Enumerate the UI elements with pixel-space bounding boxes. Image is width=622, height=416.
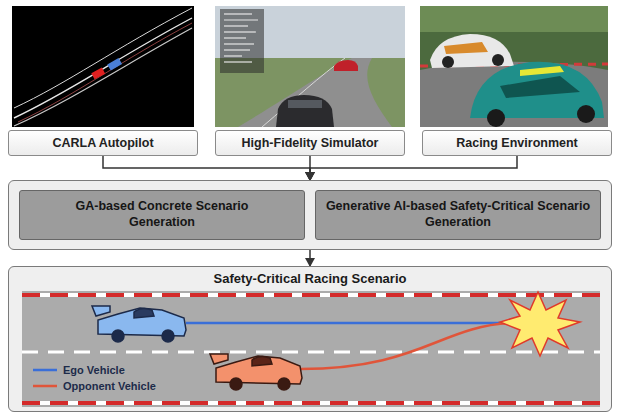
box-label: High-Fidelity Simulator <box>242 136 379 150</box>
opponent-trajectory <box>300 323 512 369</box>
legend: Ego VehicleOpponent Vehicle <box>28 360 160 396</box>
legend-line <box>32 381 58 391</box>
method-box: Generative AI-based Safety-Critical Scen… <box>315 190 601 240</box>
source-label: High-Fidelity Simulator <box>215 130 405 156</box>
panel-title: Safety-Critical Racing Scenario <box>9 271 611 286</box>
ego-car <box>92 306 186 342</box>
box-label: CARLA Autopilot <box>52 136 153 150</box>
box-label: GA-based Concrete Scenario Generation <box>57 199 267 230</box>
race-track <box>22 291 600 407</box>
flow-arrow <box>310 156 517 180</box>
carla-image <box>12 6 194 127</box>
opponent-car <box>210 354 302 390</box>
box-label: Generative AI-based Safety-Critical Scen… <box>324 199 592 230</box>
ego-trajectory <box>186 322 508 325</box>
legend-label: Opponent Vehicle <box>63 380 156 392</box>
simulator-image <box>215 6 405 127</box>
racing-photo <box>420 6 608 127</box>
source-label: CARLA Autopilot <box>8 130 198 156</box>
box-label: Racing Environment <box>456 136 578 150</box>
flow-arrow <box>103 156 310 180</box>
method-panel: GA-based Concrete Scenario Generation Gen… <box>8 180 612 250</box>
crash-burst <box>500 292 580 356</box>
method-box: GA-based Concrete Scenario Generation <box>19 190 305 240</box>
legend-label: Ego Vehicle <box>63 364 125 376</box>
flow-arrow <box>309 250 311 266</box>
legend-line <box>32 365 58 375</box>
source-label: Racing Environment <box>422 130 612 156</box>
